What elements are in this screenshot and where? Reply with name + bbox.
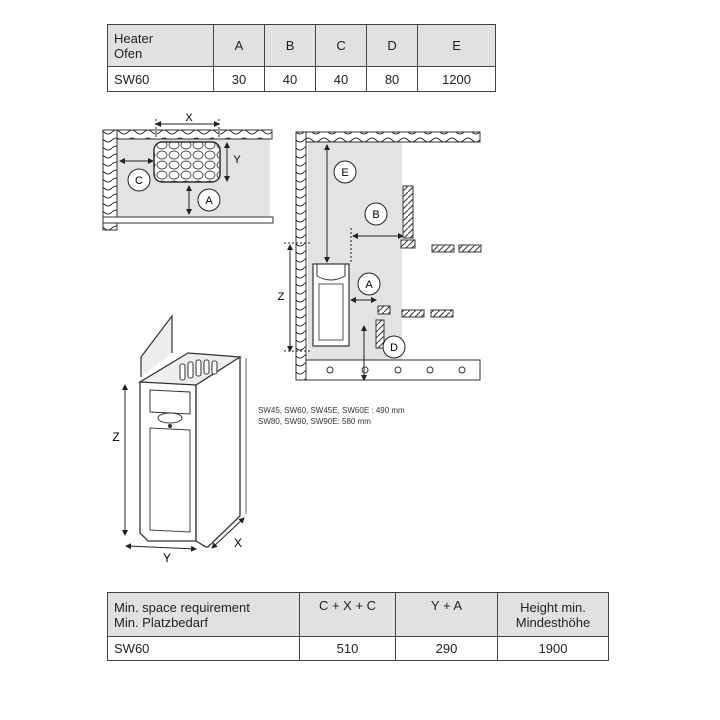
dimensions-header-a: A xyxy=(212,24,266,67)
caption-line2: SW80, SW90, SW90E: 580 mm xyxy=(258,417,371,426)
top-view-wall-left xyxy=(102,129,118,231)
top-label-y: Y xyxy=(233,154,241,166)
heater-label-z: Z xyxy=(112,430,119,444)
dimensions-value-e: 1200 xyxy=(417,66,496,92)
side-label-b: B xyxy=(372,209,379,221)
header-label-line1: Heater xyxy=(114,30,154,46)
space-header-row: Min. space requirement Min. Platzbedarf … xyxy=(107,592,609,637)
side-label-a: A xyxy=(365,279,373,291)
space-header-height-line1: Height min. xyxy=(520,599,586,615)
header-label-line2: Ofen xyxy=(114,45,143,61)
model-height-caption: SW45, SW60, SW45E, SW60E : 490 mm SW80, … xyxy=(258,405,405,427)
space-value-ya: 290 xyxy=(395,636,498,661)
top-label-c: C xyxy=(135,175,143,187)
space-header-height: Height min. Mindesthöhe xyxy=(497,592,609,637)
space-header-line1: Min. space requirement xyxy=(114,599,250,615)
side-label-z: Z xyxy=(278,291,285,303)
top-view-wall-top xyxy=(116,129,273,140)
side-label-e: E xyxy=(341,167,348,179)
dimensions-header-e: E xyxy=(417,24,496,67)
side-view-diagram: E B A D Z xyxy=(278,131,482,381)
side-label-d: D xyxy=(390,342,398,354)
heater-label-y: Y xyxy=(163,551,171,565)
side-view-ceiling xyxy=(305,131,481,143)
top-view-bench xyxy=(102,216,274,224)
top-view-diagram: X Y C A xyxy=(102,112,274,231)
dimensions-table: Heater Ofen A B C D E SW60 30 40 40 80 1… xyxy=(107,24,496,92)
upper-bench-back xyxy=(402,185,414,239)
caption-line1: SW45, SW60, SW45E, SW60E : 490 mm xyxy=(258,406,405,415)
space-model-cell: SW60 xyxy=(107,636,300,661)
lower-bench xyxy=(377,305,391,315)
dimensions-value-a: 30 xyxy=(212,66,266,92)
top-label-x: X xyxy=(185,112,193,124)
dimensions-header-label: Heater Ofen xyxy=(107,24,214,67)
space-row-sw60: SW60 510 290 1900 xyxy=(107,636,609,661)
space-value-height: 1900 xyxy=(497,636,609,661)
side-view-wall xyxy=(295,131,307,381)
space-header-height-line2: Mindesthöhe xyxy=(515,614,591,630)
heater-label-x: X xyxy=(234,536,242,550)
dimensions-model-cell: SW60 xyxy=(107,66,214,92)
top-label-a: A xyxy=(205,195,213,207)
space-header-label: Min. space requirement Min. Platzbedarf xyxy=(107,592,300,637)
side-view-floor xyxy=(305,359,481,381)
dimensions-row-sw60: SW60 30 40 40 80 1200 xyxy=(107,66,496,92)
dimensions-value-d: 80 xyxy=(366,66,419,92)
space-header-ya: Y + A xyxy=(395,592,498,637)
top-view-heater xyxy=(153,141,221,183)
dimensions-value-c: 40 xyxy=(315,66,368,92)
heater-perspective: Z Y X xyxy=(112,314,247,565)
space-header-cxc: C + X + C xyxy=(299,592,396,637)
dimensions-header-d: D xyxy=(366,24,419,67)
space-requirement-table: Min. space requirement Min. Platzbedarf … xyxy=(107,592,609,661)
dimensions-header-row: Heater Ofen A B C D E xyxy=(107,24,496,67)
space-header-line2: Min. Platzbedarf xyxy=(114,614,208,630)
dimensions-value-b: 40 xyxy=(264,66,317,92)
space-value-cxc: 510 xyxy=(299,636,396,661)
dimensions-header-c: C xyxy=(315,24,368,67)
